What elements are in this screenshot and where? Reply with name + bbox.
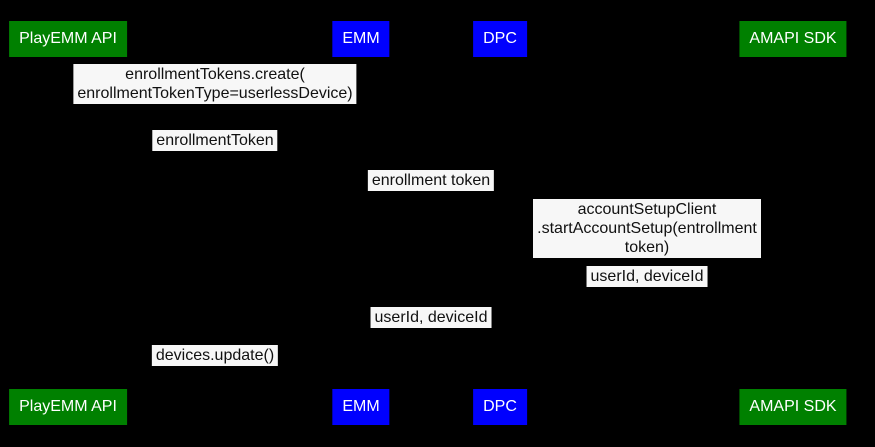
- message-start-account-setup: accountSetupClient .startAccountSetup(en…: [533, 199, 761, 258]
- message-userid-deviceid-2: userId, deviceId: [370, 307, 492, 328]
- actor-playemm-api-top: PlayEMM API: [9, 21, 127, 57]
- message-enrollment-token: enrollment token: [367, 170, 495, 191]
- message-devices-update: devices.update(): [151, 345, 279, 366]
- actor-playemm-api-bottom: PlayEMM API: [9, 389, 127, 425]
- actor-dpc-top: DPC: [473, 21, 527, 57]
- actor-dpc-bottom: DPC: [473, 389, 527, 425]
- actor-emm-bottom: EMM: [332, 389, 390, 425]
- actor-emm-top: EMM: [332, 21, 390, 57]
- actor-amapi-sdk-bottom: AMAPI SDK: [739, 389, 847, 425]
- message-enrollment-token-return: enrollmentToken: [152, 130, 278, 151]
- actor-amapi-sdk-top: AMAPI SDK: [739, 21, 847, 57]
- message-userid-deviceid-1: userId, deviceId: [586, 266, 708, 287]
- message-enrollment-tokens-create: enrollmentTokens.create( enrollmentToken…: [73, 64, 357, 104]
